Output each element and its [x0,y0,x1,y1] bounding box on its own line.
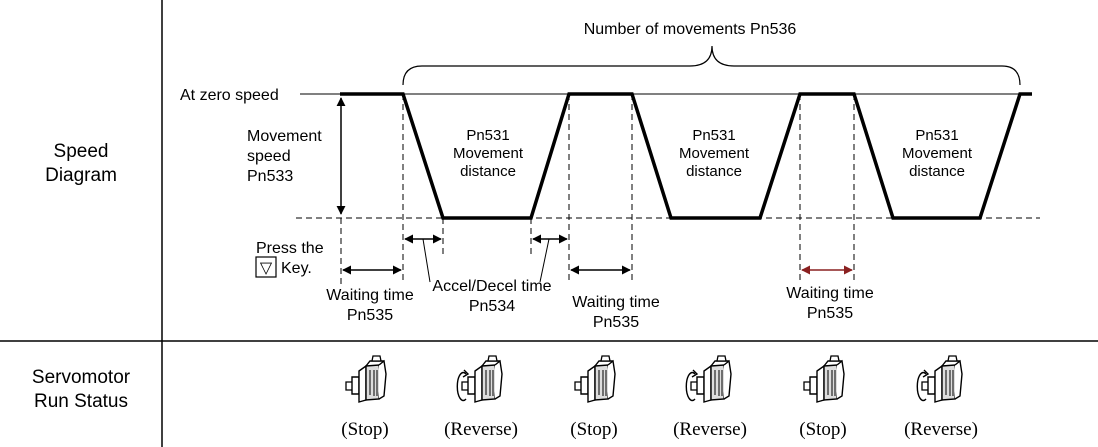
run-status-label-4: (Reverse) [673,419,747,440]
at-zero-speed-label: At zero speed [180,87,279,104]
servomotor-icon [574,355,616,403]
speed-label-line2: Diagram [45,165,117,186]
movement-distance-1-line2: Movement [453,145,524,162]
press-the-label: Press the [256,240,324,257]
servomotor-icon [803,355,845,403]
speed-diagram-row-label: Speed Diagram [0,140,162,188]
accel-decel-label-line1: Accel/Decel time [432,278,551,295]
movement-distance-3-line3: distance [909,163,965,180]
servomotor-reverse-icon [690,355,732,403]
down-key-symbol: ▽ [260,258,273,277]
movement-distance-3-line1: Pn531 [915,127,958,144]
number-of-movements-brace [402,45,1021,86]
run-status-label-5: (Stop) [799,419,847,440]
movement-distance-1-line1: Pn531 [466,127,509,144]
run-status-label-1: (Stop) [341,419,389,440]
servomotor-reverse-icon [461,355,503,403]
run-status-item-6: (Reverse) [904,355,978,440]
movement-speed-label-3: Pn533 [247,168,293,185]
waiting-time-3-line1: Waiting time [786,285,874,302]
waiting-time-2-line2: Pn535 [593,314,639,331]
movement-speed-label-2: speed [247,148,291,165]
run-status-item-2: (Reverse) [444,355,518,440]
movement-distance-1-line3: distance [460,163,516,180]
run-status-item-1: (Stop) [341,355,389,440]
speed-label-line1: Speed [53,141,109,162]
run-label-line1: Servomotor [31,367,131,388]
accel-decel-label-line2: Pn534 [469,298,515,315]
waiting-time-1-line1: Waiting time [326,287,414,304]
run-status-item-3: (Stop) [570,355,618,440]
number-of-movements-label: Number of movements Pn536 [584,21,797,38]
accel-leader-right [539,238,550,283]
speed-profile-line [340,92,1032,220]
waiting-time-1-line2: Pn535 [347,307,393,324]
run-status-row-label: Servomotor Run Status [0,366,162,414]
guide-lines [340,94,855,285]
run-status-item-5: (Stop) [799,355,847,440]
accel-leader-left [422,238,431,283]
movement-distance-2-line2: Movement [679,145,750,162]
movement-distance-3-line2: Movement [902,145,973,162]
servomotor-icon [345,355,387,403]
key-label: Key. [281,260,312,277]
run-status-label-2: (Reverse) [444,419,518,440]
waiting-time-3-line2: Pn535 [807,305,853,322]
movement-distance-2-line1: Pn531 [692,127,735,144]
run-status-label-3: (Stop) [570,419,618,440]
movement-speed-label-1: Movement [247,128,322,145]
servomotor-reverse-icon [921,355,963,403]
run-status-item-4: (Reverse) [673,355,747,440]
run-label-line2: Run Status [34,391,128,412]
run-status-label-6: (Reverse) [904,419,978,440]
movement-distance-2-line3: distance [686,163,742,180]
down-key-icon [255,256,277,278]
waiting-time-2-line1: Waiting time [572,294,660,311]
